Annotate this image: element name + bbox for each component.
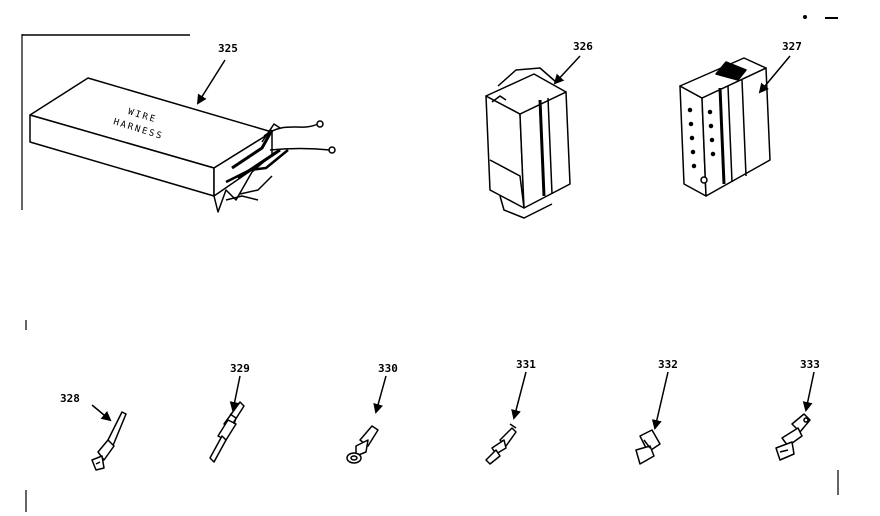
arrow-332 [651,371,669,430]
arrow-331 [511,371,527,420]
callout-329: 329 [230,362,250,375]
terminal-332 [635,429,661,465]
terminal-333 [775,413,811,461]
terminal-330 [346,425,379,464]
callout-arrows [91,55,815,430]
arrow-327 [758,55,791,94]
arrow-330 [373,375,387,414]
callout-330: 330 [378,362,398,375]
page-border-marks [21,15,839,512]
callout-328: 328 [60,392,80,405]
connector-326 [485,67,571,219]
terminal-328 [91,411,127,471]
arrow-325 [196,59,226,105]
callout-332: 332 [658,358,678,371]
connector-327 [679,57,771,197]
arrow-326 [553,55,581,85]
callout-333: 333 [800,358,820,371]
wire-harness-325 [29,77,336,213]
callout-numbers: 325 326 327 328 329 330 331 332 333 [60,40,820,405]
callout-331: 331 [516,358,536,371]
callout-326: 326 [573,40,593,53]
callout-327: 327 [782,40,802,53]
terminal-329 [209,401,245,463]
terminal-331 [485,423,517,465]
arrow-333 [802,371,815,412]
callout-325: 325 [218,42,238,55]
arrow-328 [91,404,112,422]
arrow-329 [229,375,241,412]
